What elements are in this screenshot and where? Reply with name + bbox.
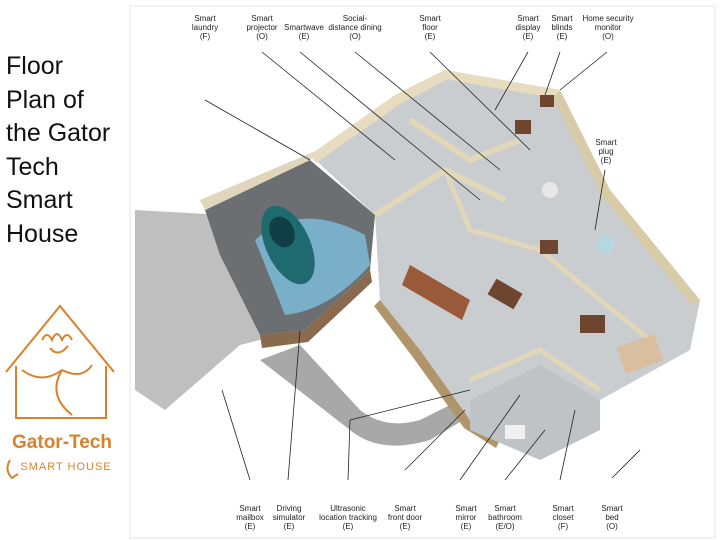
page-title: Floor Plan of the Gator Tech Smart House xyxy=(6,52,111,248)
gator-tech-logo: Gator-Tech SMART HOUSE xyxy=(5,304,115,480)
house-floor xyxy=(310,70,700,460)
label-smartwave: Smartwave(E) xyxy=(284,23,325,41)
driveway xyxy=(135,210,480,446)
car-icon xyxy=(261,205,315,285)
garage xyxy=(200,150,375,348)
plug-icon xyxy=(6,459,19,480)
dining-table xyxy=(402,265,470,320)
logo-name: Gator-Tech xyxy=(12,432,112,453)
leader-lines xyxy=(204,51,641,481)
illustration-frame xyxy=(129,5,716,539)
house-outline-icon xyxy=(5,304,115,419)
logo-tagline: SMART HOUSE xyxy=(20,461,111,473)
label-social-distance-dining: Social-distance dining(O) xyxy=(328,14,381,41)
